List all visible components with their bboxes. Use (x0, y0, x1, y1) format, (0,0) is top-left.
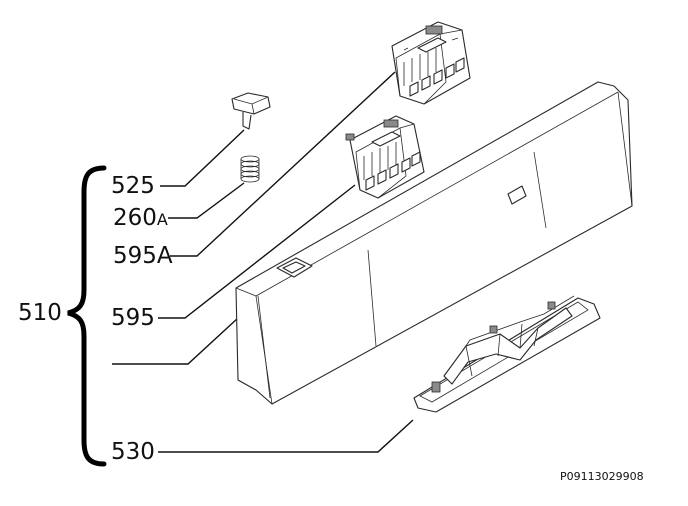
callout-595: 595 (111, 305, 155, 331)
callout-530: 530 (111, 439, 155, 465)
leader-line-595 (158, 184, 356, 319)
callout-510: 510 (18, 300, 62, 326)
image-code: P09113029908 (560, 470, 644, 483)
callout-595a: 595A (113, 243, 173, 269)
handle-part-530 (413, 295, 601, 413)
leader-line-260a (168, 182, 245, 219)
leader-line-595a (170, 71, 396, 257)
callout-525: 525 (111, 173, 155, 199)
electronic-module-595 (345, 115, 425, 199)
button-knob-part (231, 92, 271, 130)
leader-line-panel (112, 317, 239, 365)
leader-line-525 (160, 129, 245, 187)
group-brace-510 (67, 165, 107, 467)
spring-part (240, 155, 260, 183)
electronic-module-595a (391, 21, 471, 105)
control-panel-part (235, 81, 633, 405)
callout-260a: 260A (113, 207, 168, 230)
callout-260-number: 260 (113, 205, 157, 231)
leader-line-530 (158, 419, 414, 453)
callout-260-suffix: A (156, 210, 168, 229)
